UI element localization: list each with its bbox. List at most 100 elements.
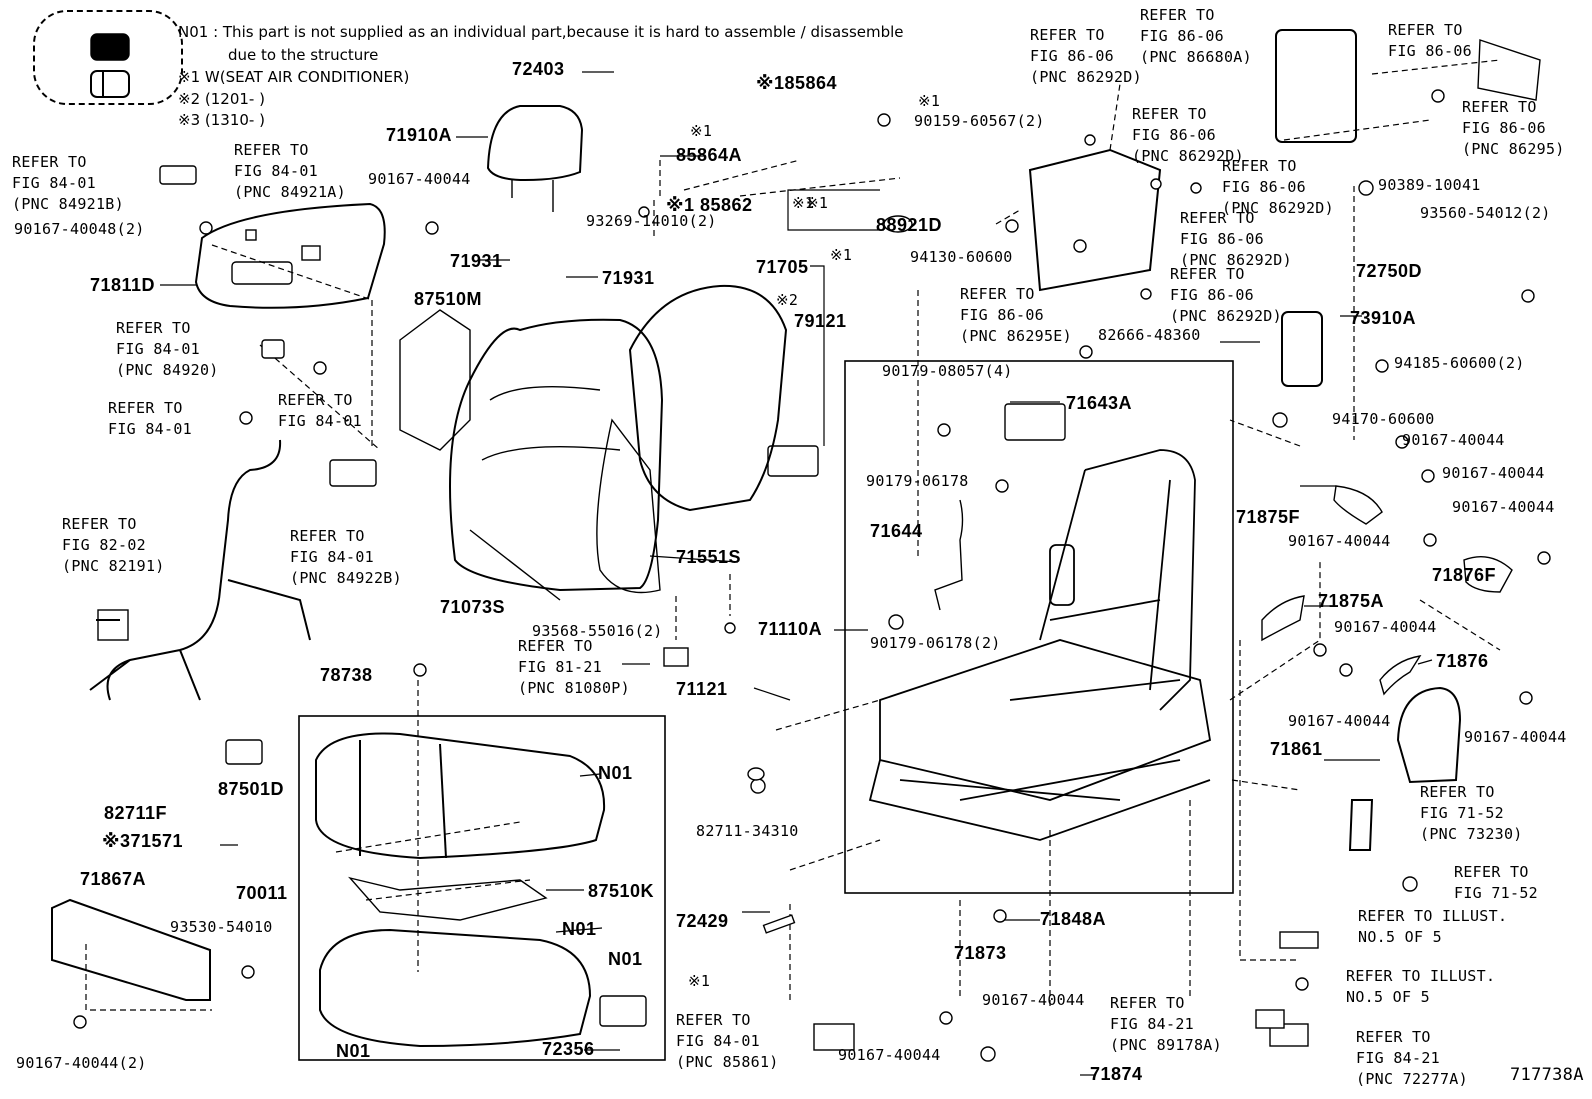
part-number-label: 90167-40048(2) bbox=[14, 220, 145, 238]
bolt-icon bbox=[1402, 876, 1418, 892]
part-number-label: ※1 85862 bbox=[666, 195, 753, 215]
part-number-label: 73910A bbox=[1350, 308, 1417, 328]
reference-label: REFER TO FIG 86-06 (PNC 86292D) bbox=[1132, 105, 1244, 165]
part-number-label: 71110A bbox=[758, 619, 823, 639]
side-trim-71867a-icon bbox=[51, 898, 211, 1001]
part-number-label: 71811D bbox=[90, 275, 156, 295]
reference-label: REFER TO FIG 86-06 (PNC 86295) bbox=[1462, 98, 1565, 158]
part-number-label: 90167-40044(2) bbox=[16, 1054, 147, 1072]
part-number-label: ※1 bbox=[792, 194, 815, 212]
legend-outline-icon bbox=[90, 70, 130, 98]
clip-icon bbox=[1255, 1009, 1285, 1029]
reference-label: REFER TO FIG 84-01 (PNC 85861) bbox=[676, 1011, 779, 1071]
part-number-label: 85864A bbox=[676, 145, 743, 165]
legend-note2: ※2 (1201- ) bbox=[178, 90, 265, 108]
bolt-icon bbox=[1073, 239, 1087, 253]
part-number-label: 94185-60600(2) bbox=[1394, 354, 1525, 372]
part-number-label: 93560-54012(2) bbox=[1420, 204, 1551, 222]
bracket-86295-icon bbox=[1477, 39, 1541, 101]
solid-leaders bbox=[160, 71, 1433, 1076]
legend-n01: N01 : This part is not supplied as an in… bbox=[178, 23, 904, 41]
part-number-label: 90167-40044 bbox=[1288, 532, 1391, 550]
connector-icon bbox=[329, 459, 377, 487]
bolt-icon bbox=[888, 614, 904, 630]
bolt-icon bbox=[750, 778, 766, 794]
part-number-label: 93269-14010(2) bbox=[586, 212, 717, 230]
reference-label: REFER TO FIG 86-06 bbox=[1388, 21, 1472, 60]
reference-label: REFER TO FIG 84-21 (PNC 72277A) bbox=[1356, 1028, 1468, 1088]
reference-label: REFER TO FIG 86-06 (PNC 86680A) bbox=[1140, 6, 1252, 66]
part-number-label: 71073S bbox=[440, 597, 506, 617]
wire-harness-71644-icon bbox=[934, 499, 964, 611]
reference-label: REFER TO FIG 81-21 (PNC 81080P) bbox=[518, 637, 630, 697]
connector-icon bbox=[663, 647, 689, 667]
part-number-label: ※185864 bbox=[756, 73, 838, 93]
figure-id: 717738A bbox=[1510, 1065, 1584, 1085]
cable-72429-icon bbox=[762, 914, 796, 934]
lever-71876-icon bbox=[1379, 655, 1422, 696]
clip-icon bbox=[747, 767, 765, 781]
bolt-icon bbox=[425, 221, 439, 235]
reference-label: REFER TO FIG 84-01 (PNC 84920) bbox=[116, 319, 219, 379]
frame-group-box bbox=[844, 360, 1234, 894]
connector-icon bbox=[225, 739, 263, 765]
lever-71875a-icon bbox=[1261, 595, 1305, 642]
part-number-label: 71643A bbox=[1066, 393, 1133, 413]
part-number-label: N01 bbox=[598, 763, 633, 783]
part-number-label: 72403 bbox=[512, 59, 565, 79]
bolt-icon bbox=[937, 423, 951, 437]
bolt-icon bbox=[1313, 643, 1327, 657]
part-number-label: 90179-06178 bbox=[866, 472, 969, 490]
reference-label: REFER TO ILLUST. NO.5 OF 5 bbox=[1346, 967, 1496, 1006]
part-number-label: 71861 bbox=[1270, 739, 1323, 759]
part-number-label: 90167-40044 bbox=[368, 170, 471, 188]
cushion-cover-icon bbox=[315, 732, 606, 860]
part-number-label: 72750D bbox=[1356, 261, 1423, 281]
part-number-label: 71867A bbox=[80, 869, 147, 889]
part-number-label: ※1 bbox=[918, 92, 941, 110]
part-number-label: 72429 bbox=[676, 911, 729, 931]
reference-label: REFER TO FIG 86-06 (PNC 86295E) bbox=[960, 285, 1072, 345]
part-number-label: 90167-40044 bbox=[1334, 618, 1437, 636]
reference-label: REFER TO ILLUST. NO.5 OF 5 bbox=[1358, 907, 1508, 946]
reference-label: REFER TO FIG 71-52 (PNC 73230) bbox=[1420, 783, 1523, 843]
legend-box bbox=[33, 10, 183, 105]
part-number-label: 70011 bbox=[236, 883, 288, 903]
seatback-cover-icon bbox=[449, 318, 664, 601]
part-number-label: ※1 bbox=[690, 122, 713, 140]
part-number-label: 82666-48360 bbox=[1098, 326, 1201, 344]
bolt-icon bbox=[638, 206, 650, 218]
part-number-label: 71705 bbox=[756, 257, 809, 277]
part-number-label: 87510M bbox=[414, 289, 483, 309]
heater-87510k-icon bbox=[348, 876, 548, 921]
part-number-label: ※1 bbox=[830, 246, 853, 264]
part-number-label: 71874 bbox=[1090, 1064, 1143, 1084]
reference-label: REFER TO FIG 84-01 (PNC 84921A) bbox=[234, 141, 346, 201]
part-number-label: 87501D bbox=[218, 779, 285, 799]
bolt-icon bbox=[1375, 359, 1389, 373]
bolt-icon bbox=[724, 622, 736, 634]
buckle-73230-icon bbox=[1348, 799, 1374, 851]
part-number-label: 71931 bbox=[450, 251, 503, 271]
module-85861-icon bbox=[813, 1023, 855, 1051]
bolt-icon bbox=[1295, 977, 1309, 991]
part-number-label: 90167-40044 bbox=[838, 1046, 941, 1064]
part-number-label: 79121 bbox=[794, 311, 847, 331]
bolt-icon bbox=[1358, 180, 1374, 196]
part-number-label: 90389-10041 bbox=[1378, 176, 1481, 194]
fastener-icons bbox=[73, 89, 1551, 1062]
part-number-label: N01 bbox=[336, 1041, 371, 1061]
part-number-label: 90167-40044 bbox=[1442, 464, 1545, 482]
legend-note1: ※1 W(SEAT AIR CONDITIONER) bbox=[178, 68, 410, 86]
reference-label: REFER TO FIG 86-06 (PNC 86292D) bbox=[1180, 209, 1292, 269]
bolt-icon bbox=[1190, 182, 1202, 194]
bolt-icon bbox=[1521, 289, 1535, 303]
reference-label: REFER TO FIG 86-06 (PNC 86292D) bbox=[1222, 157, 1334, 217]
reference-label: REFER TO FIG 86-06 (PNC 86292D) bbox=[1030, 26, 1142, 86]
part-number-label: 90179-08057(4) bbox=[882, 362, 1013, 380]
grommet-icon bbox=[883, 215, 913, 233]
clip-icon bbox=[1279, 931, 1319, 949]
part-number-label: ※1 bbox=[806, 194, 829, 212]
part-number-label: 71876F bbox=[1432, 565, 1497, 585]
legend-n01-cont: due to the structure bbox=[228, 46, 379, 64]
